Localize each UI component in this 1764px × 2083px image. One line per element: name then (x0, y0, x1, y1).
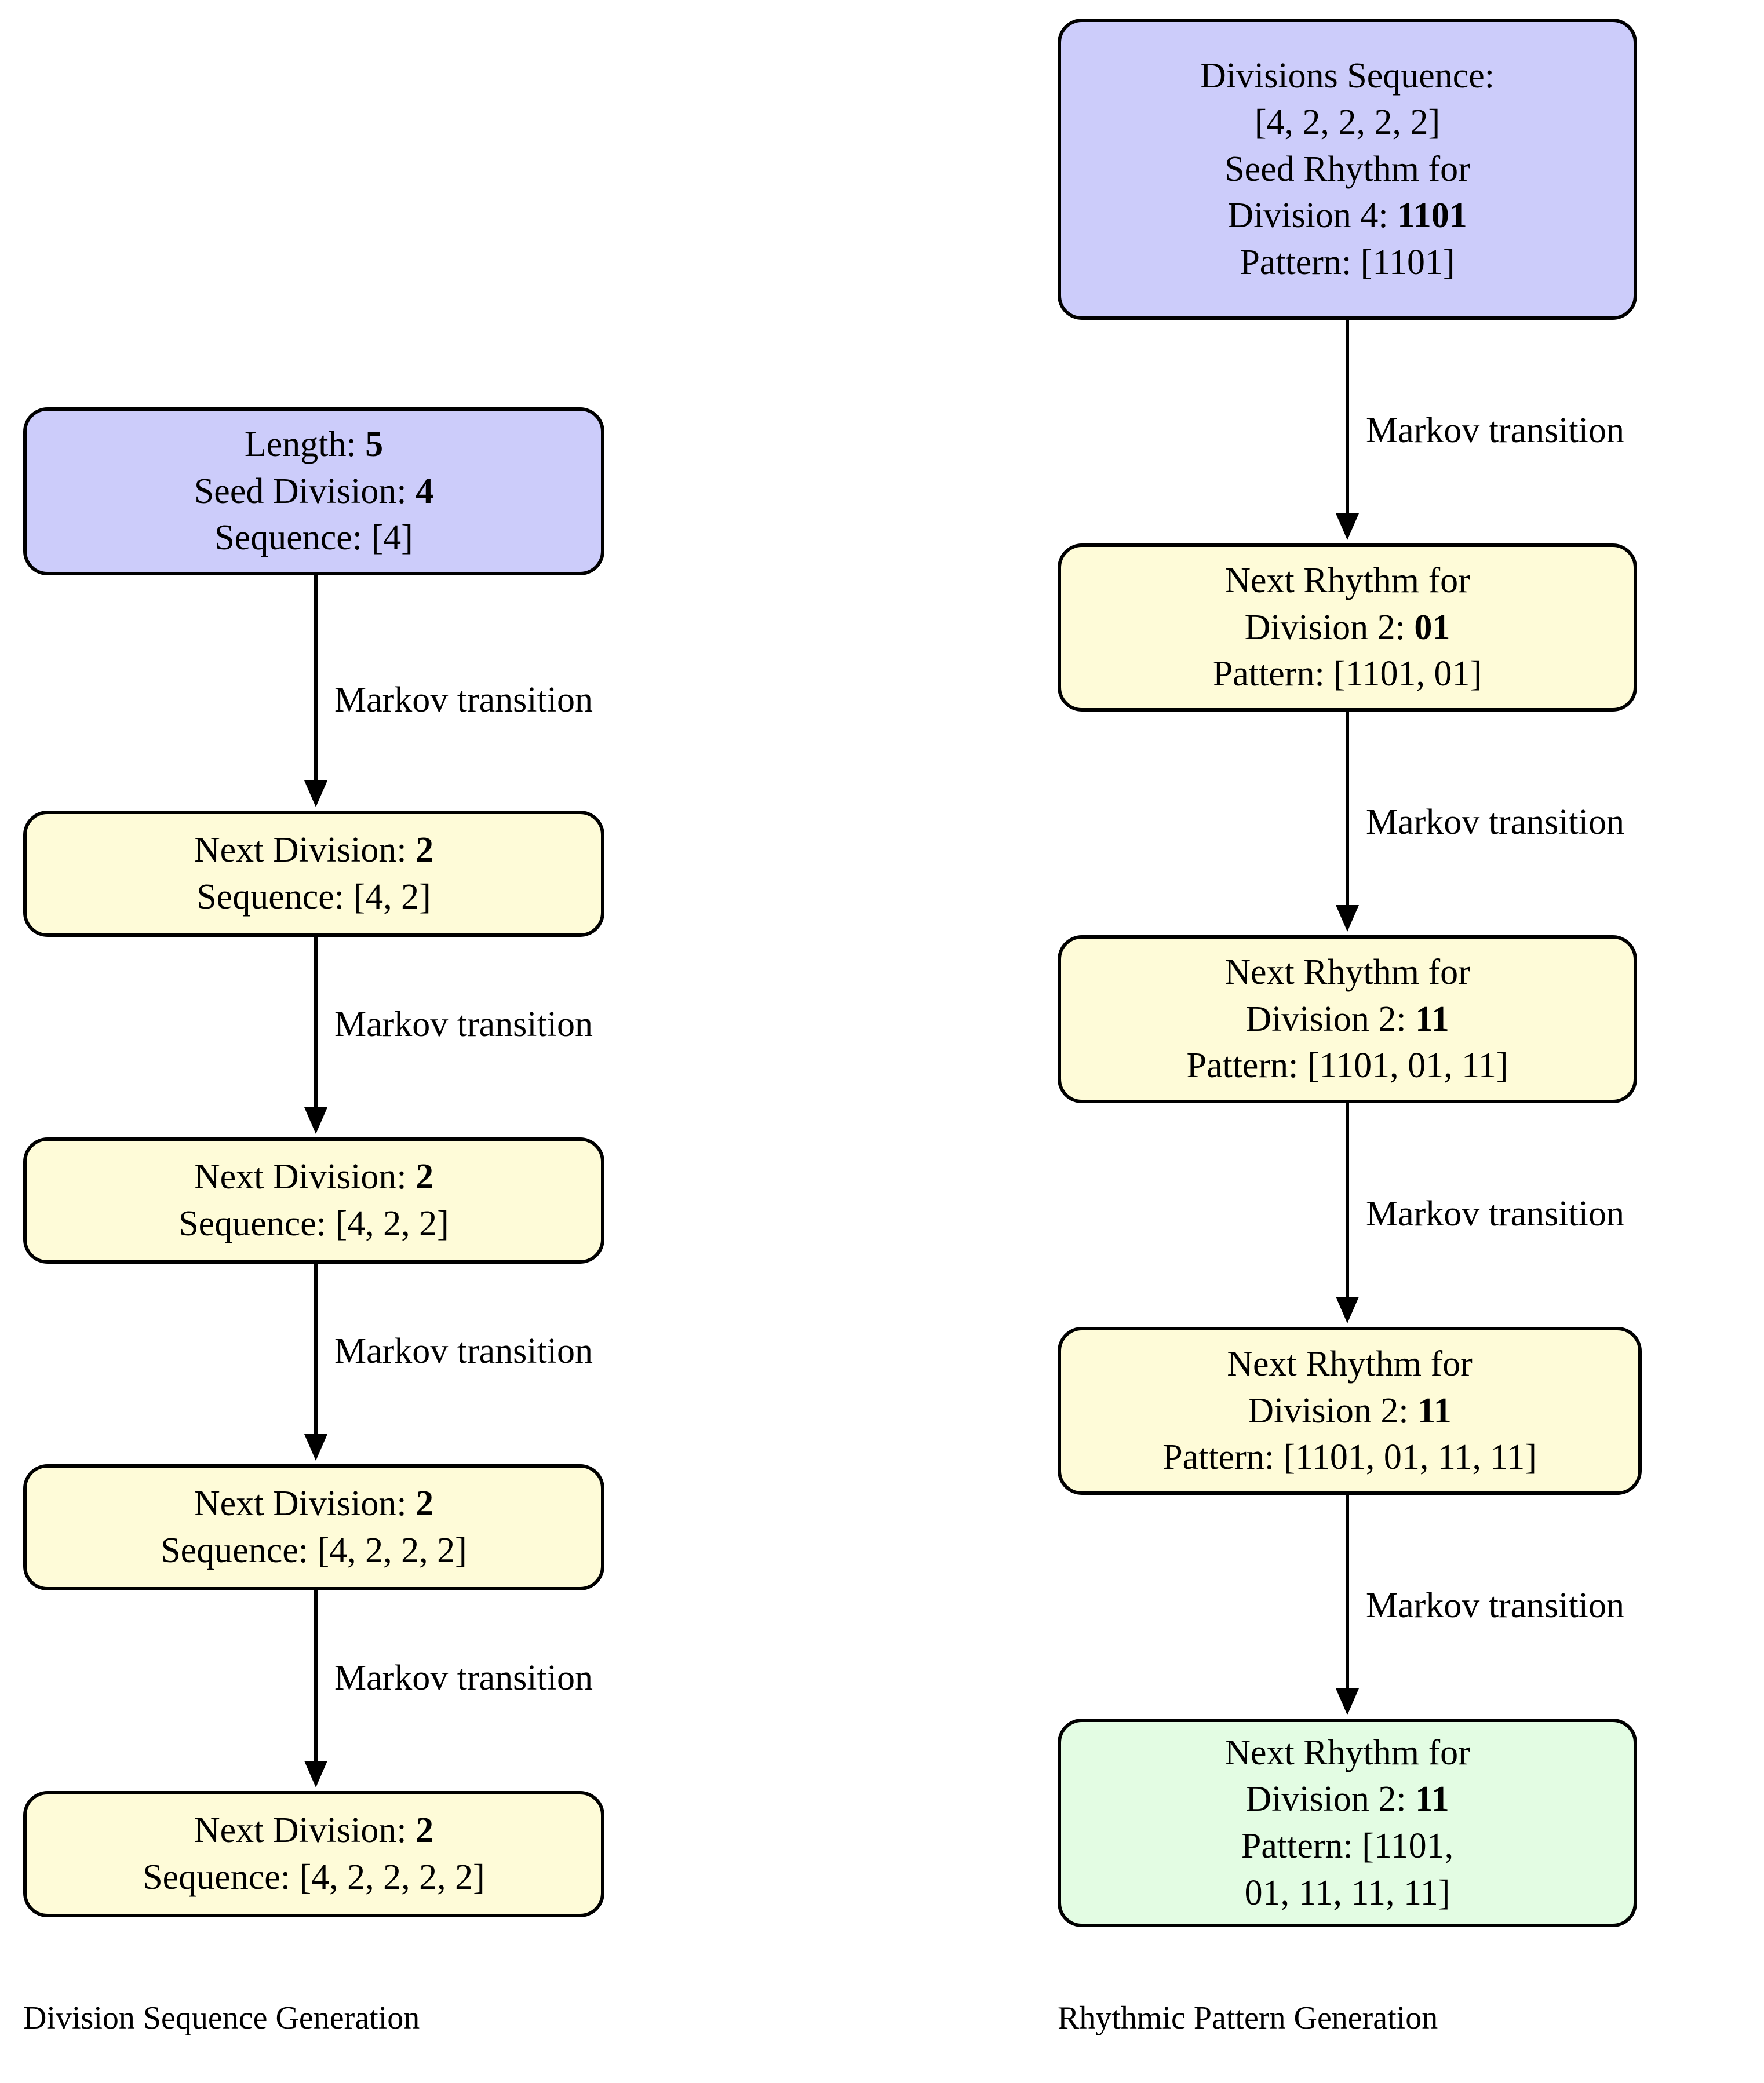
node-line: Pattern: [1101, 01, 11] (1186, 1046, 1508, 1086)
node-line: Pattern: [1101, 01, 11, 11] (1162, 1438, 1537, 1478)
arrowhead-icon (304, 1107, 327, 1134)
node-line: Sequence: [4, 2, 2, 2, 2] (143, 1858, 485, 1897)
edge-shaft (314, 575, 318, 780)
edge-label-markov-transition: Markov transition (1366, 1586, 1624, 1625)
edge-shaft (314, 1590, 318, 1761)
edge-label-markov-transition: Markov transition (1366, 411, 1624, 450)
node-division-seed[interactable]: Length: 5 Seed Division: 4 Sequence: [4] (23, 407, 604, 575)
node-line: Next Rhythm for (1227, 1344, 1473, 1384)
edge-shaft (314, 1264, 318, 1434)
edge-shaft (1346, 712, 1349, 905)
node-line: Next Division: 2 (194, 1811, 434, 1851)
node-line: Seed Rhythm for (1224, 149, 1470, 189)
node-rhythm-step-3[interactable]: Next Rhythm for Division 2: 11 Pattern: … (1058, 1327, 1642, 1495)
edge-label-markov-transition: Markov transition (334, 1331, 593, 1371)
node-line: Seed Division: 4 (194, 471, 434, 511)
edge-label-markov-transition: Markov transition (334, 1658, 593, 1698)
node-line: Sequence: [4] (214, 518, 413, 558)
arrowhead-icon (1336, 1688, 1359, 1715)
node-line: Next Rhythm for (1224, 561, 1470, 601)
node-line: Next Division: 2 (194, 1484, 434, 1524)
node-line: [4, 2, 2, 2, 2] (1254, 103, 1441, 143)
node-line: Division 2: 11 (1245, 1779, 1449, 1819)
arrowhead-icon (1336, 905, 1359, 932)
node-line: Division 4: 1101 (1227, 196, 1467, 236)
arrowhead-icon (304, 1761, 327, 1787)
arrowhead-icon (304, 780, 327, 807)
edge-shaft (1346, 1103, 1349, 1297)
edge-shaft (1346, 320, 1349, 513)
node-line: Sequence: [4, 2] (196, 877, 431, 917)
node-rhythm-step-1[interactable]: Next Rhythm for Division 2: 01 Pattern: … (1058, 543, 1637, 712)
node-division-step-4[interactable]: Next Division: 2 Sequence: [4, 2, 2, 2, … (23, 1791, 604, 1917)
edge-label-markov-transition: Markov transition (334, 1005, 593, 1044)
node-line: Divisions Sequence: (1200, 56, 1495, 96)
node-rhythm-final[interactable]: Next Rhythm for Division 2: 11 Pattern: … (1058, 1719, 1637, 1927)
edge-shaft (1346, 1495, 1349, 1688)
caption-rhythmic-pattern-generation: Rhythmic Pattern Generation (1058, 2000, 1438, 2036)
node-line: Division 2: 01 (1244, 607, 1450, 647)
arrowhead-icon (1336, 1297, 1359, 1323)
arrowhead-icon (1336, 513, 1359, 540)
node-line: Next Division: 2 (194, 1157, 434, 1197)
node-division-step-2[interactable]: Next Division: 2 Sequence: [4, 2, 2] (23, 1137, 604, 1264)
node-line: Length: 5 (244, 425, 384, 465)
node-line: Sequence: [4, 2, 2] (178, 1204, 449, 1243)
node-division-step-3[interactable]: Next Division: 2 Sequence: [4, 2, 2, 2] (23, 1464, 604, 1590)
node-line: 01, 11, 11, 11] (1244, 1873, 1450, 1913)
arrowhead-icon (304, 1434, 327, 1461)
node-division-step-1[interactable]: Next Division: 2 Sequence: [4, 2] (23, 811, 604, 937)
node-line: Pattern: [1101, 01] (1212, 654, 1482, 694)
node-line: Division 2: 11 (1245, 999, 1449, 1039)
node-line: Division 2: 11 (1248, 1391, 1452, 1431)
edge-label-markov-transition: Markov transition (1366, 802, 1624, 842)
node-rhythm-seed[interactable]: Divisions Sequence: [4, 2, 2, 2, 2] Seed… (1058, 19, 1637, 320)
node-line: Next Division: 2 (194, 830, 434, 870)
node-rhythm-step-2[interactable]: Next Rhythm for Division 2: 11 Pattern: … (1058, 935, 1637, 1103)
caption-division-sequence-generation: Division Sequence Generation (23, 2000, 420, 2036)
edge-label-markov-transition: Markov transition (334, 680, 593, 720)
node-line: Pattern: [1101] (1240, 242, 1455, 282)
node-line: Next Rhythm for (1224, 1732, 1470, 1772)
node-line: Pattern: [1101, (1241, 1826, 1454, 1866)
edge-label-markov-transition: Markov transition (1366, 1194, 1624, 1234)
node-line: Next Rhythm for (1224, 953, 1470, 993)
edge-shaft (314, 937, 318, 1107)
node-line: Sequence: [4, 2, 2, 2] (161, 1531, 467, 1570)
